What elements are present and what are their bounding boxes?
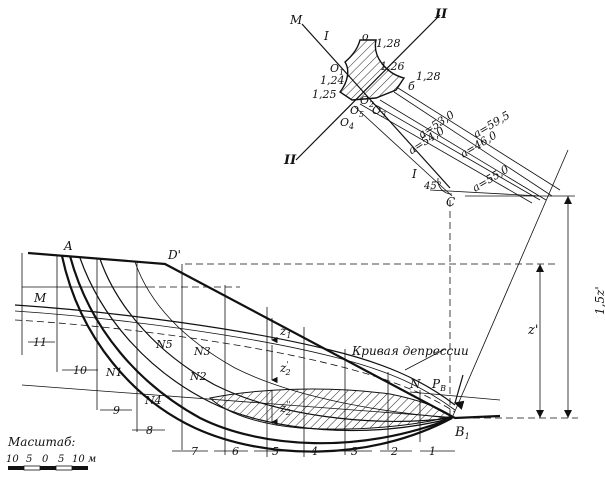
label-z-prime: z' — [527, 323, 538, 338]
scale-title: Масштаб: — [7, 435, 75, 449]
strip-2: 2 — [390, 445, 398, 458]
angle-arc — [437, 177, 453, 195]
depression-curve-dashed — [14, 319, 456, 413]
label-M-left: M — [33, 291, 47, 305]
slip-arc-2 — [60, 255, 453, 453]
strip-ticks — [28, 341, 455, 452]
depression-curve-leader — [404, 348, 446, 371]
label-N: N — [409, 377, 421, 391]
scale-tick-0: 0 — [42, 454, 49, 465]
label-z1: z1 — [279, 324, 291, 340]
slip-arc-4 — [99, 258, 453, 422]
line-to-C — [429, 189, 541, 197]
pt-O2: O2 — [360, 94, 374, 109]
label-N4: N4 — [144, 394, 162, 407]
label-N3: N3 — [193, 345, 211, 358]
pt-O5: O5 — [350, 104, 364, 119]
val-1-26: 1,26 — [380, 60, 405, 73]
label-N5: N5 — [155, 338, 173, 351]
label-angle-45: 45° — [423, 181, 442, 192]
water-line-right — [409, 391, 501, 401]
pt-o: o — [362, 30, 369, 43]
hatched-zone — [208, 388, 454, 430]
pt-b: б — [408, 80, 415, 93]
label-N2: N2 — [189, 370, 207, 383]
force-lines — [353, 87, 561, 204]
label-C: C — [446, 195, 455, 209]
strip-lines — [21, 253, 421, 457]
slip-arc-1 — [68, 255, 453, 445]
strip-4: 4 — [310, 445, 318, 458]
label-z2-prime: z'2 — [279, 360, 291, 377]
label-A: A — [63, 239, 73, 253]
label-depression-curve: Кривая депрессии — [351, 344, 469, 358]
slip-arc-5 — [134, 261, 453, 419]
label-N1: N1 — [105, 366, 123, 379]
strip-9: 9 — [113, 404, 120, 417]
line-M-I — [301, 23, 451, 189]
scale-tick-5-left: 5 — [26, 454, 32, 465]
label-I-top: I — [323, 29, 329, 43]
label-D-prime: D' — [167, 248, 181, 262]
strip-5: 5 — [272, 445, 279, 458]
val-1-25: 1,25 — [312, 88, 337, 101]
label-II-top: II — [434, 7, 448, 22]
label-B1: B1 — [454, 425, 470, 441]
scale-bar — [8, 465, 88, 471]
strip-3: 3 — [351, 445, 358, 458]
strip-7: 7 — [191, 445, 198, 458]
depression-curve-line-2 — [14, 310, 456, 411]
label-II-bottom: II — [283, 153, 297, 168]
strip-10: 10 — [73, 364, 87, 377]
val-1-24: 1,24 — [320, 74, 345, 87]
slope-surface — [27, 251, 501, 420]
strip-11: 11 — [33, 336, 47, 349]
label-I-bottom: I — [411, 167, 417, 181]
scale-tick-10-left: 10 — [6, 454, 19, 465]
val-1-28-a: 1,28 — [376, 37, 401, 50]
depression-curve-line-1 — [14, 304, 456, 406]
force-a-55-0: a=55,0 — [470, 163, 511, 195]
pt-O4: O4 — [340, 116, 354, 131]
pt-O1: O1 — [330, 62, 344, 77]
label-PB: PB — [431, 377, 446, 393]
strip-6: 6 — [232, 445, 239, 458]
strip-1: 1 — [429, 445, 436, 458]
label-M-top: M — [289, 13, 303, 27]
strip-8: 8 — [146, 424, 153, 437]
label-z2-double-prime: z''2 — [279, 400, 291, 417]
scale-tick-5-right: 5 — [58, 454, 64, 465]
slip-arc-3 — [79, 257, 453, 432]
strip-numbers: 1 2 3 4 5 6 7 8 9 10 11 — [33, 336, 436, 458]
label-1-5z: 1,5z' — [593, 286, 605, 315]
force-polygon — [338, 39, 406, 101]
scale-tick-10-right: 10 м — [72, 454, 96, 465]
val-1-28-b: 1,28 — [416, 70, 441, 83]
force-pb-arrow — [453, 374, 465, 410]
resultant-line — [451, 149, 569, 419]
pt-O3: O3 — [372, 104, 386, 119]
